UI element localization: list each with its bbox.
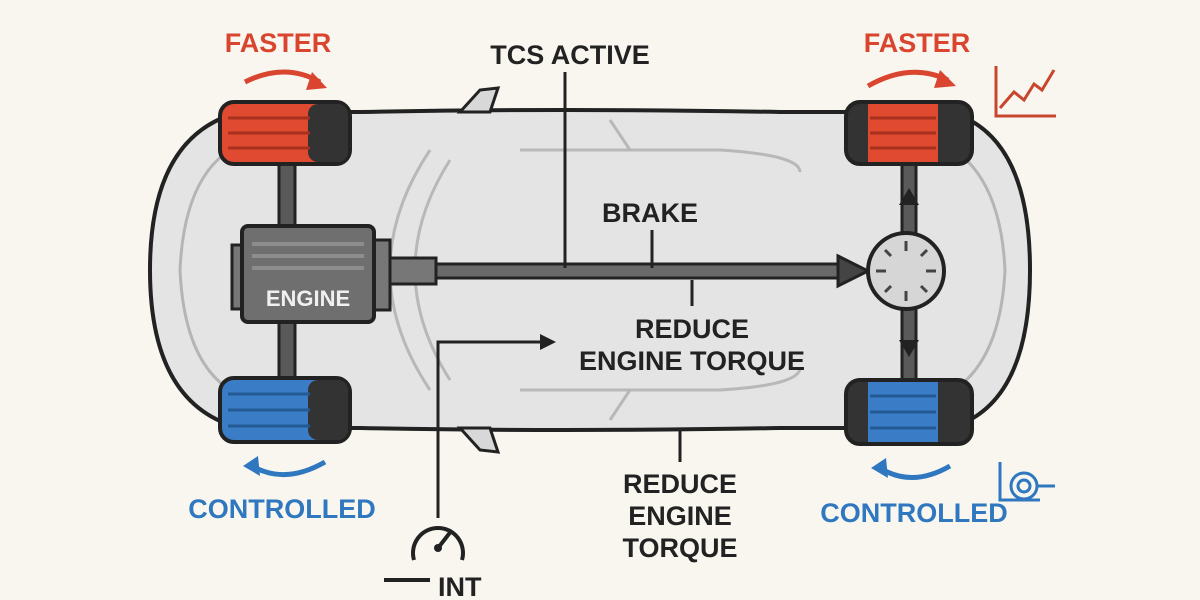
arrow-faster-left bbox=[243, 69, 327, 90]
wheel-rear-left bbox=[218, 376, 352, 444]
label-gauge-caption: INT bbox=[438, 572, 482, 600]
gauge-icon bbox=[384, 526, 465, 582]
arrow-faster-right bbox=[866, 69, 956, 89]
leader-lines bbox=[436, 72, 694, 518]
pointer-arrow bbox=[540, 334, 556, 350]
label-engine: ENGINE bbox=[266, 286, 350, 311]
label-reduce-center-2: ENGINE TORQUE bbox=[579, 346, 805, 376]
differential-icon bbox=[866, 231, 946, 311]
mirror-bottom bbox=[456, 426, 501, 454]
right-axle-arrow-up bbox=[899, 188, 919, 205]
label-brake: BRAKE bbox=[602, 198, 698, 228]
graph-icon bbox=[994, 66, 1056, 118]
label-reduce-bottom-1: REDUCE bbox=[623, 469, 737, 499]
engine-block bbox=[230, 224, 392, 324]
label-controlled-left: CONTROLLED bbox=[188, 494, 375, 524]
right-axle-arrow-down bbox=[899, 340, 919, 357]
label-controlled-right: CONTROLLED bbox=[820, 498, 1007, 528]
label-reduce-center-1: REDUCE bbox=[635, 314, 749, 344]
arrow-controlled-right bbox=[871, 458, 952, 480]
label-faster-right: FASTER bbox=[864, 28, 971, 58]
label-tcs-active: TCS ACTIVE bbox=[490, 40, 650, 70]
arrow-controlled-left bbox=[243, 456, 327, 478]
sensor-icon bbox=[998, 462, 1055, 502]
label-reduce-bottom-3: TORQUE bbox=[622, 533, 737, 563]
label-faster-left: FASTER bbox=[225, 28, 332, 58]
label-reduce-bottom-2: ENGINE bbox=[628, 501, 732, 531]
mirror-top bbox=[456, 86, 501, 114]
wheel-front-left bbox=[218, 100, 352, 166]
wheel-rear-right bbox=[844, 378, 974, 446]
wheel-front-right bbox=[844, 100, 974, 166]
